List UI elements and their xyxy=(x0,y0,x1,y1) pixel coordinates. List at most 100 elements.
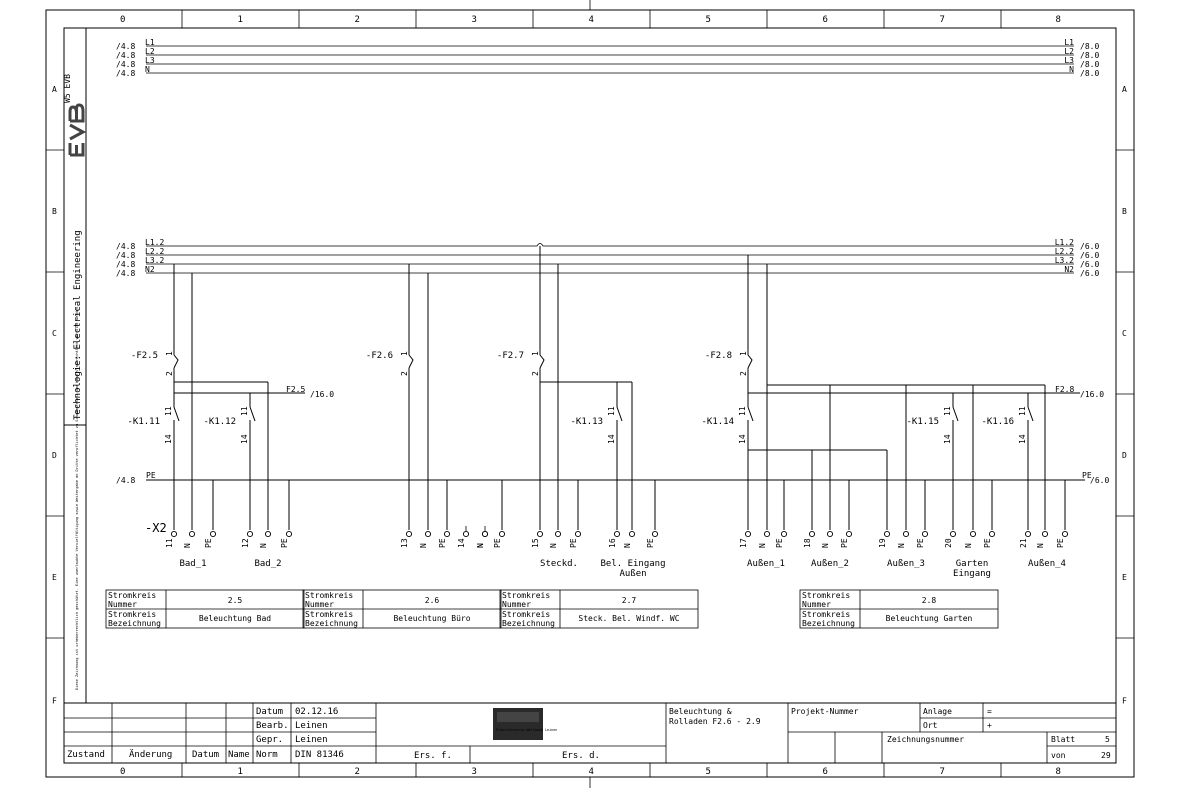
row-letter-left: B xyxy=(52,207,57,216)
terminal-point xyxy=(845,530,853,538)
terminal-number: 12 xyxy=(241,538,250,548)
terminal-number: N xyxy=(549,543,558,548)
column-number-top: 5 xyxy=(706,15,711,25)
bus-ref-right: /8.0 xyxy=(1080,51,1099,60)
column-number-bottom: 6 xyxy=(823,767,828,777)
anlage-label: Anlage xyxy=(923,707,952,716)
circuit-nummer-label: Nummer xyxy=(802,600,831,609)
bus-label-right: N2 xyxy=(1064,265,1074,274)
pe-label-right: PE xyxy=(1082,471,1092,480)
terminal-point xyxy=(921,530,929,538)
circuit-bezeichnung-label: Bezeichnung xyxy=(305,619,358,628)
terminal-number: N xyxy=(476,543,485,548)
fuse-name: -F2.6 xyxy=(366,351,393,361)
circuit-nummer-value: 2.6 xyxy=(425,596,440,605)
bus-label-left: L3.2 xyxy=(145,256,164,265)
zeichnungsnummer-label: Zeichnungsnummer xyxy=(887,735,964,744)
terminal-point xyxy=(744,530,752,538)
contact-terminal-top: 11 xyxy=(943,406,952,416)
circuit-bezeichnung-label: Bezeichnung xyxy=(108,619,161,628)
column-number-top: 1 xyxy=(238,15,243,25)
terminal-number: N xyxy=(259,543,268,548)
drawing-title-line2: Rolladen F2.6 - 2.9 xyxy=(669,717,761,726)
bus-label-right: L1.2 xyxy=(1055,238,1074,247)
link-f25-ref: /16.0 xyxy=(310,390,334,399)
circuit-bezeichnung-label: Bezeichnung xyxy=(802,619,855,628)
contact-terminal-bottom: 14 xyxy=(738,434,747,444)
pe-label-left: PE xyxy=(146,471,156,480)
terminal-point xyxy=(969,530,977,538)
bus-ref-right: /6.0 xyxy=(1080,260,1099,269)
terminal-point xyxy=(424,530,432,538)
consumer-label: Bad_1 xyxy=(179,559,206,569)
circuit-bezeichnung-value: Beleuchtung Garten xyxy=(886,614,973,623)
terminal-point xyxy=(902,530,910,538)
contact-terminal-bottom: 14 xyxy=(164,434,173,444)
busbars-top xyxy=(146,45,1074,74)
terminal-number: PE xyxy=(280,538,289,548)
terminal-point xyxy=(405,530,413,538)
terminal-point xyxy=(763,530,771,538)
contact-name: -K1.13 xyxy=(570,417,603,427)
bus-label-right: L1 xyxy=(1064,38,1074,47)
row-letter-right: F xyxy=(1122,697,1127,706)
fuse-terminal-bottom: 2 xyxy=(165,371,174,376)
terminal-number: 21 xyxy=(1019,538,1028,548)
projekt-label: Projekt-Nummer xyxy=(791,707,859,716)
circuit-bezeichnung-label: Stromkreis xyxy=(502,610,550,619)
consumer-label: Außen_1 xyxy=(747,559,785,569)
circuit-nummer-label: Nummer xyxy=(108,600,137,609)
terminal-number: 18 xyxy=(803,538,812,548)
circuit-bezeichnung-value: Beleuchtung Büro xyxy=(393,614,470,623)
bus-ref-left: /4.8 xyxy=(116,269,135,278)
bus-label-left: L2.2 xyxy=(145,247,164,256)
terminal-number: PE xyxy=(775,538,784,548)
column-number-bottom: 1 xyxy=(238,767,243,777)
column-number-bottom: 5 xyxy=(706,767,711,777)
terminal-number: PE xyxy=(493,538,502,548)
circuit-nummer-value: 2.8 xyxy=(922,596,937,605)
blatt-value: 5 xyxy=(1105,735,1110,744)
fuse-terminal-top: 1 xyxy=(531,351,540,356)
terminal-point xyxy=(1024,530,1032,538)
link-f28-ref: /16.0 xyxy=(1080,390,1104,399)
circuit-wiring xyxy=(146,246,1085,530)
bus-label-left: L3 xyxy=(145,56,155,65)
fuse-terminal-bottom: 2 xyxy=(400,371,409,376)
bus-label-right: L2.2 xyxy=(1055,247,1074,256)
column-number-top: 0 xyxy=(120,15,125,25)
terminal-point xyxy=(1041,530,1049,538)
terminal-point xyxy=(285,530,293,538)
contact-name: -K1.12 xyxy=(203,417,236,427)
consumer-label: Bel. Eingang xyxy=(600,559,665,569)
fuse-name: -F2.5 xyxy=(131,351,158,361)
circuit-bezeichnung-label: Stromkreis xyxy=(108,610,156,619)
copyright-note: Diese Zeichnung ist urheberrechtlich ges… xyxy=(75,305,79,690)
bus-ref-left: /4.8 xyxy=(116,60,135,69)
fuse-terminal-top: 1 xyxy=(400,351,409,356)
terminal-point xyxy=(481,530,489,538)
datum-col-label: Datum xyxy=(192,750,219,760)
bus-label-left: L1 xyxy=(145,38,155,47)
circuit-nummer-value: 2.5 xyxy=(228,596,243,605)
terminal-point xyxy=(443,530,451,538)
row-letter-left: F xyxy=(52,697,57,706)
terminal-number: N xyxy=(758,543,767,548)
contact-terminal-top: 11 xyxy=(738,406,747,416)
bus-label-left: L2 xyxy=(145,47,155,56)
terminal-number: N xyxy=(821,543,830,548)
circuit-nummer-label: Stromkreis xyxy=(108,591,156,600)
terminal-strip-name: -X2 xyxy=(145,521,167,535)
zustand-label: Zustand xyxy=(67,750,105,760)
bus-label-left: L1.2 xyxy=(145,238,164,247)
terminal-number: N xyxy=(476,543,485,548)
fuse-symbols xyxy=(173,354,753,369)
consumer-label: Garten xyxy=(956,559,989,569)
consumer-label: Außen_4 xyxy=(1028,559,1066,569)
terminal-point xyxy=(988,530,996,538)
terminal-number: 15 xyxy=(531,538,540,548)
logo-text: W5 EVB xyxy=(63,74,72,103)
aenderung-label: Änderung xyxy=(129,749,172,760)
terminal-point xyxy=(170,530,178,538)
